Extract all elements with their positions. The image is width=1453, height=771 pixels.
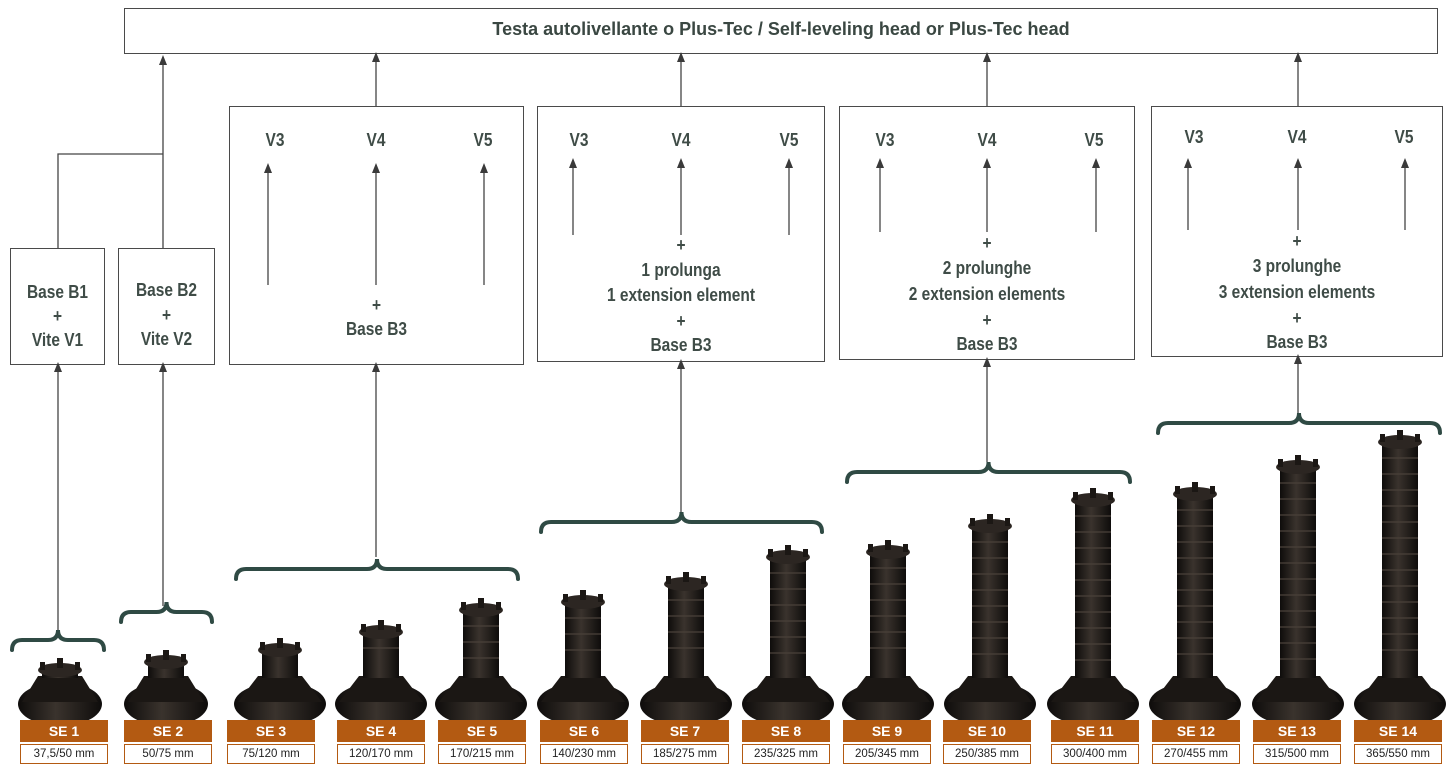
group-3-screw-v3: V3	[265, 130, 285, 150]
product-code-se3: SE 3	[227, 720, 315, 742]
group-6-line-1: +	[1292, 231, 1302, 251]
pedestal-se8	[742, 545, 834, 726]
group-4-line-2: 1 prolunga	[641, 260, 721, 280]
product-range-se14: 365/550 mm	[1354, 744, 1442, 764]
group-2-line-2: +	[161, 305, 172, 325]
pedestal-se13	[1252, 455, 1344, 726]
brace-se1	[10, 629, 106, 652]
pedestal-se11	[1047, 488, 1139, 726]
product-range-se9: 205/345 mm	[843, 744, 931, 764]
group-1-link-line	[57, 153, 163, 248]
group-6-line-5: Base B3	[1266, 332, 1328, 352]
pedestal-se5	[435, 598, 527, 726]
product-range-se5: 170/215 mm	[438, 744, 526, 764]
product-code-se12: SE 12	[1152, 720, 1240, 742]
product-code-se5: SE 5	[438, 720, 526, 742]
product-range-se2: 50/75 mm	[124, 744, 212, 764]
product-range-se7: 185/275 mm	[641, 744, 729, 764]
group-box-5	[839, 106, 1135, 360]
group-5-line-2: 2 prolunghe	[942, 258, 1032, 278]
group-2-line-1: Base B2	[135, 280, 198, 300]
product-range-se1: 37,5/50 mm	[20, 744, 108, 764]
product-code-se9: SE 9	[843, 720, 931, 742]
group-6-screw-v5: V5	[1394, 127, 1414, 147]
pedestal-se9	[842, 540, 934, 726]
product-code-se11: SE 11	[1051, 720, 1139, 742]
brace-se12-se14	[1156, 412, 1442, 435]
group-2-line-3: Vite V2	[140, 329, 193, 349]
group-3-screw-v5: V5	[473, 130, 493, 150]
product-code-se6: SE 6	[540, 720, 628, 742]
brace-se3-se5	[234, 558, 520, 581]
brace-se2	[119, 601, 214, 624]
product-range-se10: 250/385 mm	[943, 744, 1031, 764]
product-code-se7: SE 7	[641, 720, 729, 742]
pedestal-se12	[1149, 482, 1241, 726]
group-6-line-3: 3 extension elements	[1218, 282, 1376, 302]
group-1-line-1: Base B1	[26, 282, 89, 302]
head-label: Testa autolivellante o Plus-Tec / Self-l…	[492, 19, 1070, 39]
head-box: Testa autolivellante o Plus-Tec / Self-l…	[124, 8, 1438, 54]
pedestal-se4	[335, 620, 427, 726]
product-range-se11: 300/400 mm	[1051, 744, 1139, 764]
group-5-screw-v5: V5	[1084, 130, 1104, 150]
group-box-2	[118, 248, 215, 365]
group-3-screw-v4: V4	[366, 130, 386, 150]
brace-se9-se11	[845, 461, 1132, 484]
pedestal-se2	[124, 650, 208, 726]
product-range-se6: 140/230 mm	[540, 744, 628, 764]
group-5-screw-v3: V3	[875, 130, 895, 150]
pedestal-se3	[234, 638, 326, 726]
pedestal-se1	[18, 658, 102, 726]
product-code-se8: SE 8	[742, 720, 830, 742]
group-6-screw-v4: V4	[1287, 127, 1307, 147]
group-5-line-3: 2 extension elements	[908, 284, 1066, 304]
brace-se6-se8	[539, 511, 824, 534]
product-code-se4: SE 4	[337, 720, 425, 742]
group-6-line-4: +	[1292, 308, 1302, 328]
pedestal-se6	[537, 590, 629, 726]
product-code-se1: SE 1	[20, 720, 108, 742]
product-code-se14: SE 14	[1354, 720, 1442, 742]
group-braces	[10, 412, 1442, 652]
product-code-se2: SE 2	[124, 720, 212, 742]
group-3-line-1: +	[371, 295, 382, 315]
product-range-se12: 270/455 mm	[1152, 744, 1240, 764]
connector-lines	[54, 52, 1409, 630]
group-4-line-4: +	[676, 311, 686, 331]
group-5-line-1: +	[982, 233, 992, 253]
group-5-line-4: +	[982, 310, 992, 330]
group-4-screw-v4: V4	[671, 130, 691, 150]
pedestal-se7	[640, 572, 732, 726]
pedestal-se10	[944, 514, 1036, 726]
product-range-se13: 315/500 mm	[1253, 744, 1341, 764]
group-box-6	[1151, 106, 1443, 357]
group-4-line-5: Base B3	[650, 335, 712, 355]
group-3-line-2: Base B3	[345, 319, 408, 339]
product-code-se13: SE 13	[1253, 720, 1341, 742]
group-4-screw-v5: V5	[779, 130, 799, 150]
product-code-se10: SE 10	[943, 720, 1031, 742]
pedestal-se14	[1354, 430, 1446, 726]
group-5-screw-v4: V4	[977, 130, 997, 150]
pedestal-drawings	[18, 430, 1446, 726]
group-6-screw-v3: V3	[1184, 127, 1204, 147]
product-range-se4: 120/170 mm	[337, 744, 425, 764]
product-range-se3: 75/120 mm	[227, 744, 315, 764]
group-4-line-3: 1 extension element	[606, 285, 755, 305]
product-range-se8: 235/325 mm	[742, 744, 830, 764]
group-box-1	[10, 248, 105, 365]
group-4-screw-v3: V3	[569, 130, 589, 150]
group-4-line-1: +	[676, 235, 686, 255]
group-1-line-2: +	[52, 306, 63, 326]
group-5-line-5: Base B3	[956, 334, 1018, 354]
group-1-line-3: Vite V1	[31, 330, 84, 350]
group-6-line-2: 3 prolunghe	[1252, 256, 1342, 276]
